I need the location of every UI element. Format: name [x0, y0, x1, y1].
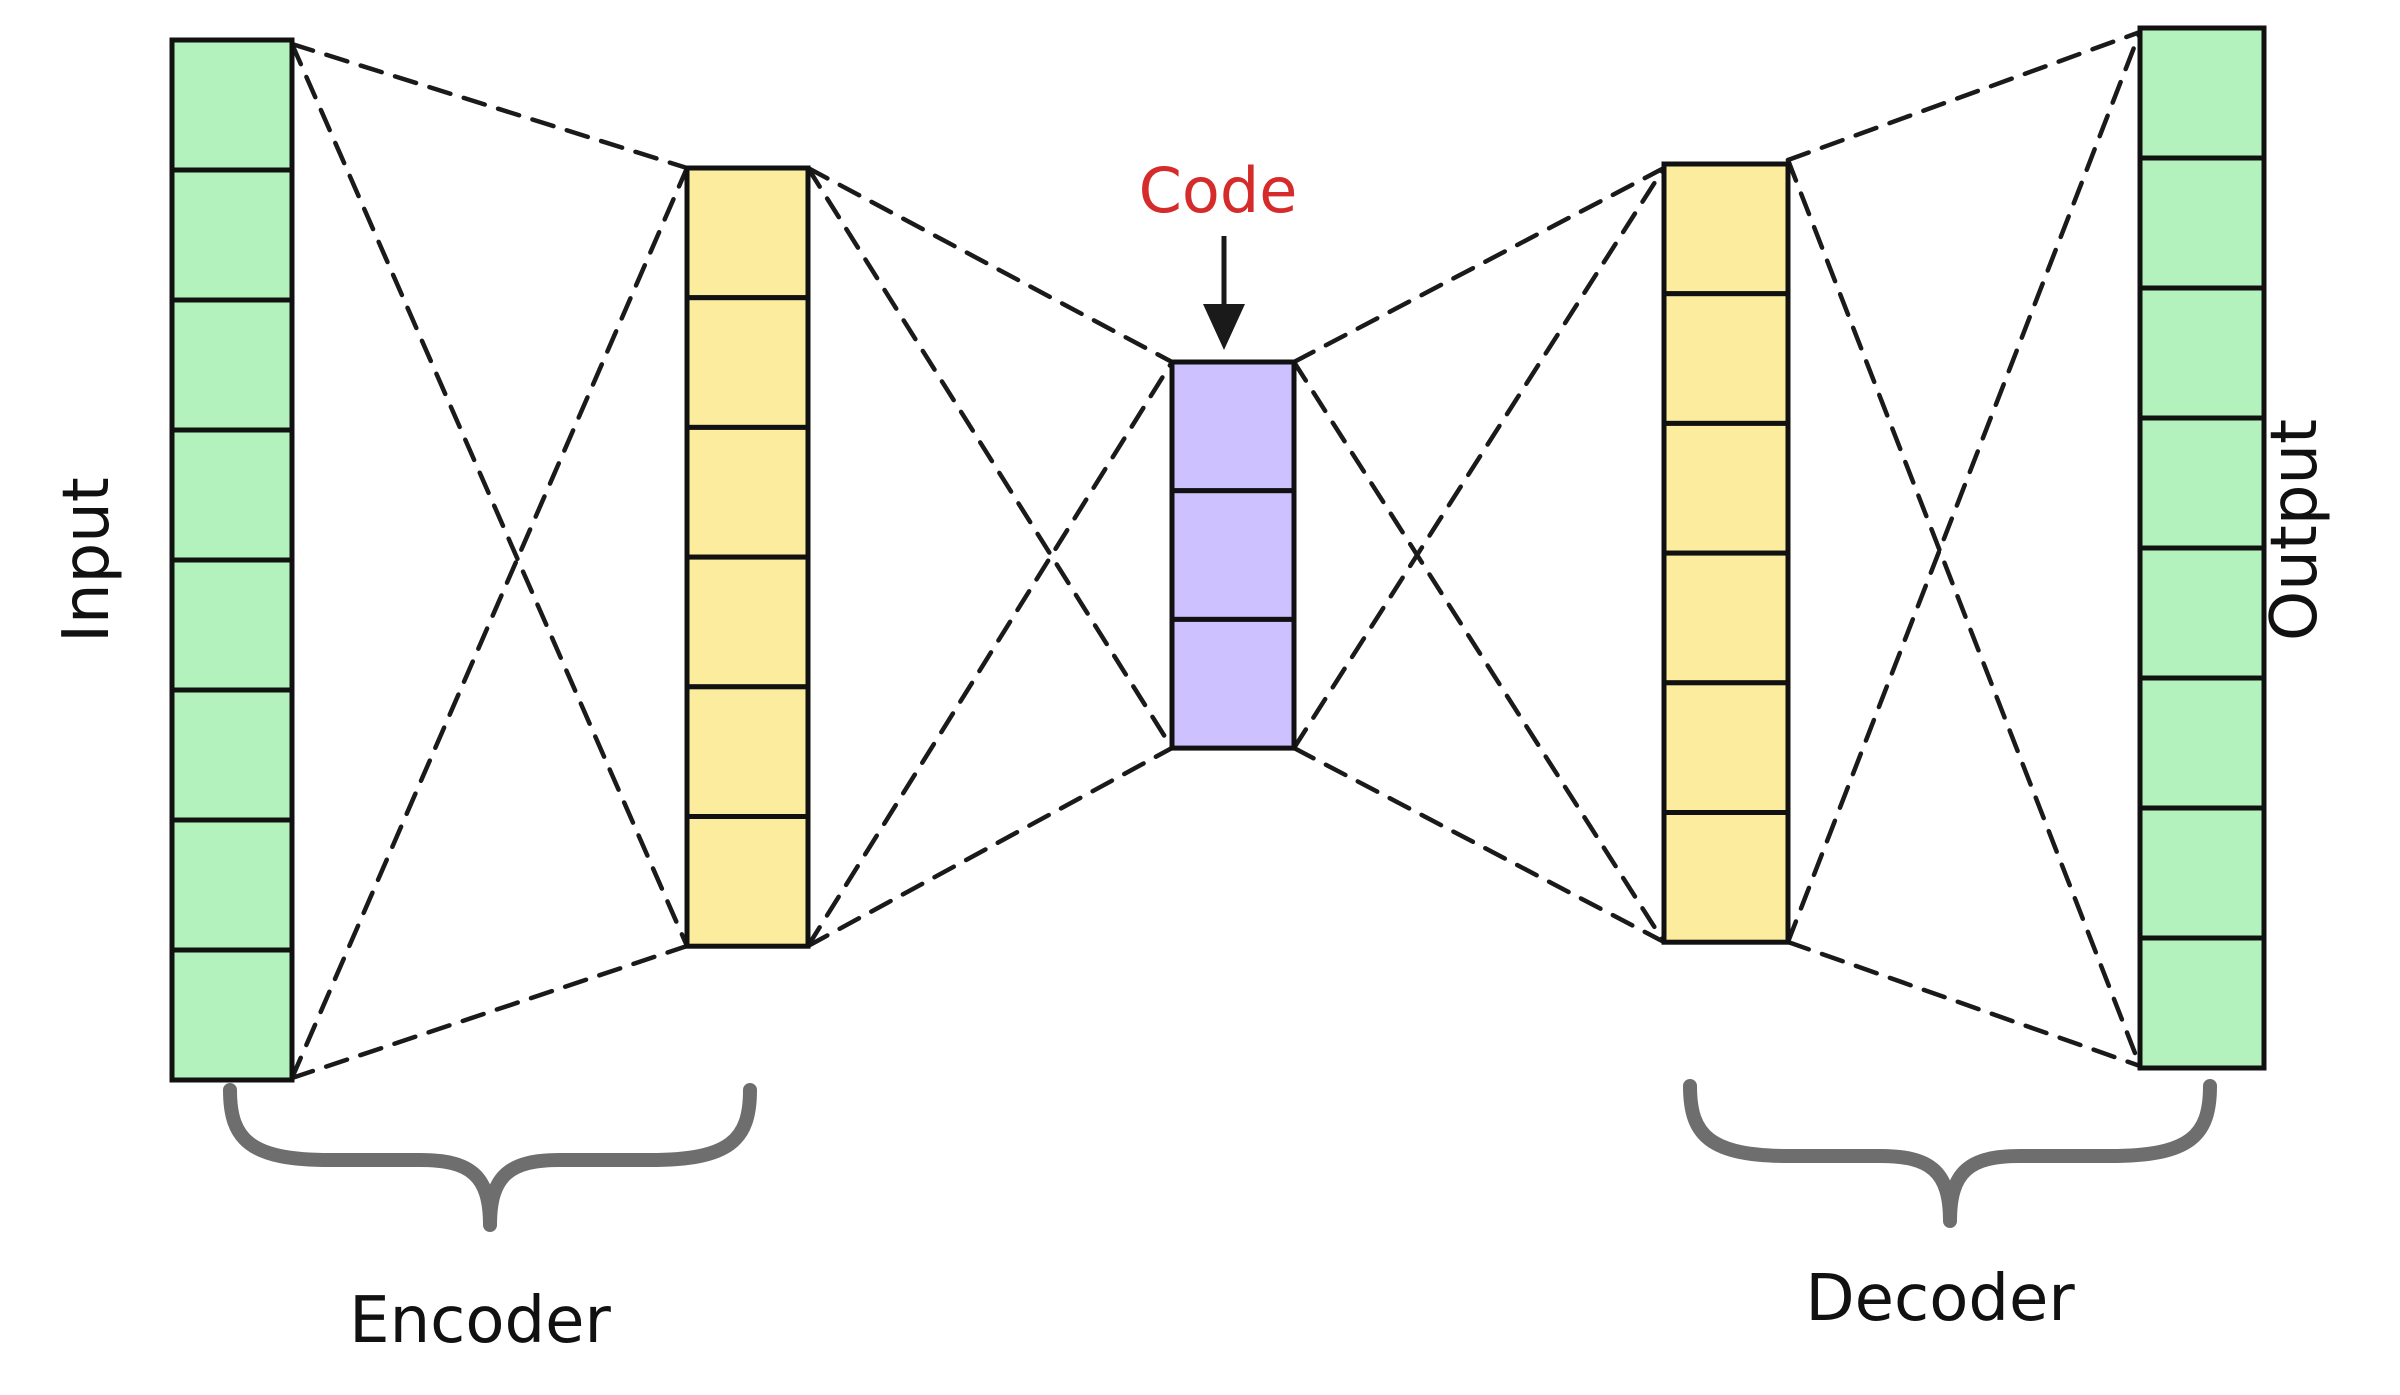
code-unit [1169, 359, 1297, 494]
decoder-hidden-unit [1661, 810, 1791, 945]
encoder-label: Encoder [349, 1284, 611, 1358]
connection-encoder-code-bottom [805, 745, 1175, 949]
connection-input-encoder-top [289, 41, 690, 171]
input-unit [169, 297, 295, 433]
output-unit [2137, 545, 2267, 681]
connection-encoder-code-top [805, 165, 1175, 365]
encoder-hidden-unit [684, 684, 811, 819]
code-label: Code [1139, 154, 1298, 227]
decoder-hidden-layer [1661, 161, 1791, 945]
input-layer [169, 37, 295, 1083]
encoder-brace [223, 1083, 757, 1232]
output-unit [2137, 805, 2267, 941]
code-layer [1169, 359, 1297, 751]
decoder-brace [1683, 1079, 2217, 1228]
connection-encoder-code-cross-down [805, 165, 1175, 751]
code-unit [1169, 488, 1297, 622]
output-layer [2137, 25, 2267, 1071]
input-unit [169, 37, 295, 173]
connection-encoder-code-cross-up [805, 359, 1175, 949]
encoder-hidden-layer [684, 165, 811, 949]
decoder-hidden-unit [1661, 420, 1791, 556]
output-unit [2137, 285, 2267, 421]
layers [169, 25, 2267, 1083]
connection-input-encoder-cross-up [289, 165, 690, 1081]
connections [289, 29, 2143, 1081]
encoder-hidden-unit [684, 814, 811, 949]
decoder-hidden-unit [1661, 680, 1791, 815]
output-unit [2137, 415, 2267, 551]
input-unit [169, 947, 295, 1083]
decoder-hidden-unit [1661, 550, 1791, 686]
output-label: Output [2258, 419, 2332, 641]
input-unit [169, 687, 295, 823]
encoder-hidden-unit [684, 295, 811, 430]
code-arrow [1203, 236, 1245, 350]
decoder-hidden-unit [1661, 161, 1791, 297]
input-unit [169, 167, 295, 303]
input-label: Input [50, 477, 124, 643]
encoder-hidden-unit [684, 554, 811, 690]
connection-code-decoder-bottom [1291, 745, 1667, 945]
decoder-label: Decoder [1805, 1262, 2075, 1336]
input-unit [169, 557, 295, 693]
connection-decoder-output-cross-down [1785, 157, 2143, 1069]
connection-input-encoder-bottom [289, 943, 690, 1081]
code-unit [1169, 616, 1297, 751]
connection-decoder-output-bottom [1785, 939, 2143, 1069]
input-unit [169, 427, 295, 563]
connection-code-decoder-cross-down [1291, 359, 1667, 945]
connection-decoder-output-top [1785, 29, 2143, 163]
output-unit [2137, 155, 2267, 291]
output-unit [2137, 25, 2267, 161]
output-unit [2137, 935, 2267, 1071]
connection-code-decoder-cross-up [1291, 165, 1667, 751]
encoder-hidden-unit [684, 165, 811, 301]
connection-code-decoder-top [1291, 165, 1667, 365]
decoder-hidden-unit [1661, 291, 1791, 426]
encoder-hidden-unit [684, 424, 811, 560]
output-unit [2137, 675, 2267, 811]
connection-decoder-output-cross-up [1785, 29, 2143, 945]
input-unit [169, 817, 295, 953]
connection-input-encoder-cross-down [289, 41, 690, 949]
